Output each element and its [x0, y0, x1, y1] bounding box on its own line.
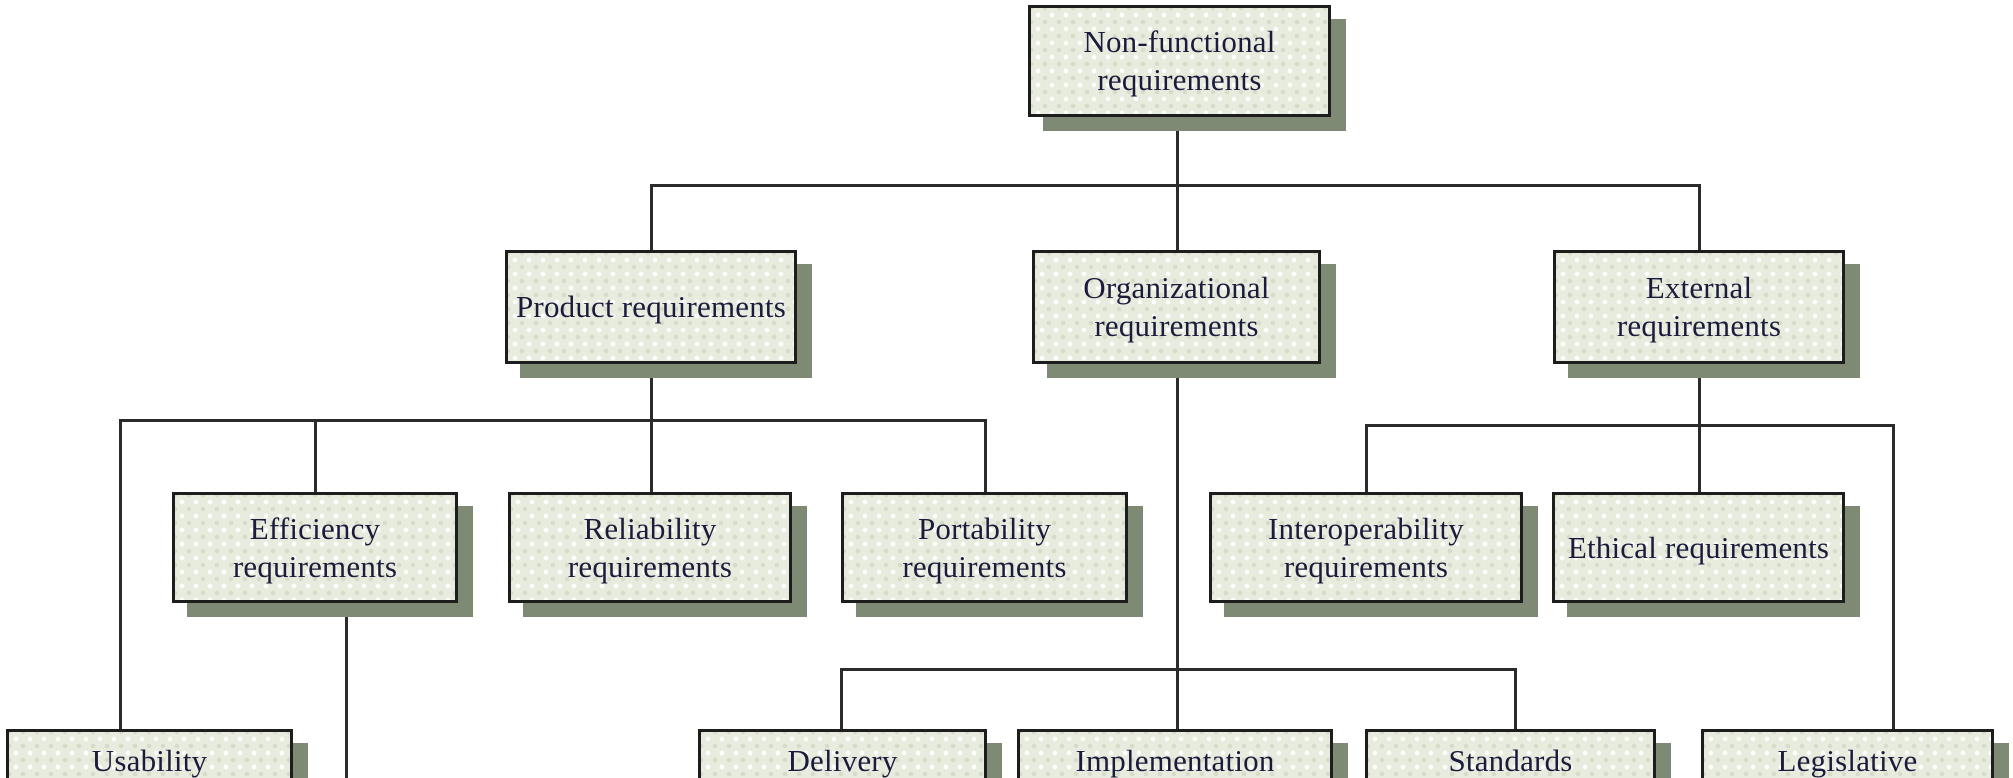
connector-root-to-organizational	[1176, 117, 1179, 250]
connector-drop-external	[1698, 184, 1701, 250]
node-ethical-requirements: Ethical requirements	[1552, 492, 1845, 603]
connector-bus-external-children	[1365, 424, 1895, 427]
connector-product-to-reliability	[650, 364, 653, 493]
node-label: Standards	[1448, 743, 1573, 778]
connector-external-to-ethical	[1698, 364, 1701, 493]
connector-drop-product	[650, 184, 653, 250]
node-external-requirements: External requirements	[1553, 250, 1845, 364]
node-label: Organizational requirements	[1083, 270, 1270, 343]
connector-organizational-to-implementation	[1176, 364, 1179, 730]
connector-drop-portability	[984, 419, 987, 493]
node-label: Product requirements	[515, 289, 786, 325]
connector-bus-organizational-children	[840, 668, 1517, 671]
connector-efficiency-child-cutoff	[345, 602, 348, 778]
node-legislative: Legislative	[1701, 729, 1994, 778]
node-standards: Standards	[1365, 729, 1656, 778]
node-implementation: Implementation	[1017, 729, 1333, 778]
node-label: Reliability requirements	[567, 510, 733, 584]
node-label: Ethical requirements	[1567, 529, 1830, 565]
connector-drop-interoperability	[1365, 424, 1368, 493]
node-usability: Usability	[6, 729, 293, 778]
node-efficiency-requirements: Efficiency requirements	[172, 492, 458, 603]
node-organizational-requirements: Organizational requirements	[1032, 250, 1321, 364]
node-label: Legislative	[1777, 743, 1918, 778]
connector-drop-standards	[1514, 668, 1517, 730]
connector-drop-usability	[119, 419, 122, 730]
connector-drop-efficiency	[314, 419, 317, 493]
node-interoperability-requirements: Interoperability requirements	[1209, 492, 1523, 603]
node-label: Non-functional requirements	[1083, 24, 1276, 97]
node-reliability-requirements: Reliability requirements	[508, 492, 792, 603]
connector-drop-legislative	[1892, 424, 1895, 730]
node-nonfunctional-requirements: Non-functional requirements	[1028, 5, 1331, 117]
connector-drop-delivery	[840, 668, 843, 730]
node-label: Efficiency requirements	[232, 510, 398, 584]
node-label: Implementation	[1075, 743, 1275, 778]
node-label: Usability	[91, 743, 208, 778]
node-label: External requirements	[1616, 270, 1782, 343]
node-portability-requirements: Portability requirements	[841, 492, 1128, 603]
node-product-requirements: Product requirements	[505, 250, 797, 364]
node-label: Portability requirements	[902, 510, 1067, 584]
connector-bus-level1	[650, 184, 1701, 187]
connector-bus-product-children	[119, 419, 987, 422]
node-label: Interoperability requirements	[1267, 510, 1464, 584]
node-label: Delivery	[787, 743, 898, 778]
node-delivery: Delivery	[698, 729, 987, 778]
